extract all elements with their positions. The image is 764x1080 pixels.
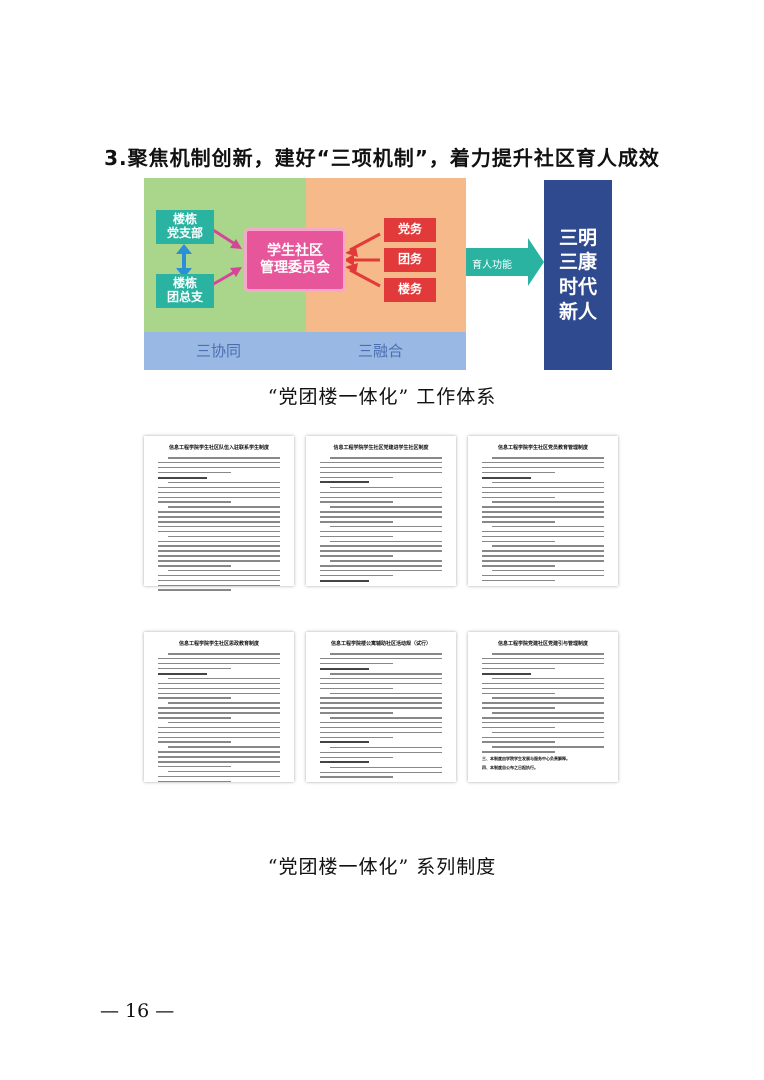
zone-label-coordination: 三协同	[196, 342, 242, 360]
document-title: 信息工程学院学生社区党员教育管理制度	[497, 445, 588, 451]
league-affairs-box: 团务	[384, 248, 436, 272]
building-party-branch-box: 楼栋 党支部	[156, 210, 214, 244]
document-thumbnail: 信息工程学院党建社区党建引与管理制度 三、本制度由学院学生发展与服务中心负责解释…	[468, 632, 618, 782]
education-function-label: 育人功能	[472, 260, 512, 271]
document-title: 信息工程学院学生社区思政教育制度	[178, 641, 259, 647]
document-thumbnail: 信息工程学院学生社区党员教育管理制度	[468, 436, 618, 586]
work-system-diagram: 三协同 三融合 楼栋 党支部 楼栋 团总支 学生社区 管理委员会 党务 团务 楼…	[144, 178, 612, 370]
caption-series-regulations: “党团楼一体化” 系列制度	[267, 856, 497, 878]
document-title: 信息工程学院党建社区党建引与管理制度	[497, 641, 588, 647]
building-league-branch-label: 楼栋 团总支	[166, 276, 203, 304]
document-closing-line: 四、本制度自公布之日起执行。	[482, 765, 538, 771]
document-title: 信息工程学院学生社区党建进学生社区制度	[333, 445, 429, 451]
target-new-people-label: 三明 三康 时代 新人	[558, 226, 597, 323]
document-title: 信息工程学院楼公寓辅助社区活动规（试行）	[330, 641, 431, 647]
building-league-branch-box: 楼栋 团总支	[156, 274, 214, 308]
student-community-committee-box: 学生社区 管理委员会	[244, 228, 346, 292]
document-thumbnail: 信息工程学院学生社区思政教育制度	[144, 632, 294, 783]
student-community-committee-label: 学生社区 管理委员会	[260, 243, 330, 276]
section-heading: 3.聚焦机制创新，建好“三项机制”，着力提升社区育人成效	[104, 146, 660, 170]
building-affairs-box: 楼务	[384, 278, 436, 302]
document-title: 信息工程学院学生社区队伍入驻联系学生制度	[168, 445, 269, 451]
document-thumbnail: 信息工程学院学生社区队伍入驻联系学生制度	[144, 436, 294, 592]
building-party-branch-label: 楼栋 党支部	[166, 212, 203, 240]
zone-bottom-band	[144, 332, 466, 370]
caption-work-system: “党团楼一体化” 工作体系	[267, 386, 497, 408]
zone-label-integration: 三融合	[358, 342, 404, 360]
party-affairs-label: 党务	[397, 222, 422, 237]
page-number: — 16 —	[100, 1000, 175, 1022]
diagram-arrows	[176, 226, 544, 288]
building-affairs-label: 楼务	[397, 282, 422, 297]
league-affairs-label: 团务	[397, 252, 422, 267]
document-thumbnail: 信息工程学院楼公寓辅助社区活动规（试行）	[306, 632, 456, 782]
party-affairs-box: 党务	[384, 218, 436, 242]
document-thumbnail: 信息工程学院学生社区党建进学生社区制度	[306, 436, 456, 586]
target-new-people-box: 三明 三康 时代 新人	[544, 180, 612, 370]
document-closing-line: 三、本制度由学院学生发展与服务中心负责解释。	[482, 756, 570, 762]
